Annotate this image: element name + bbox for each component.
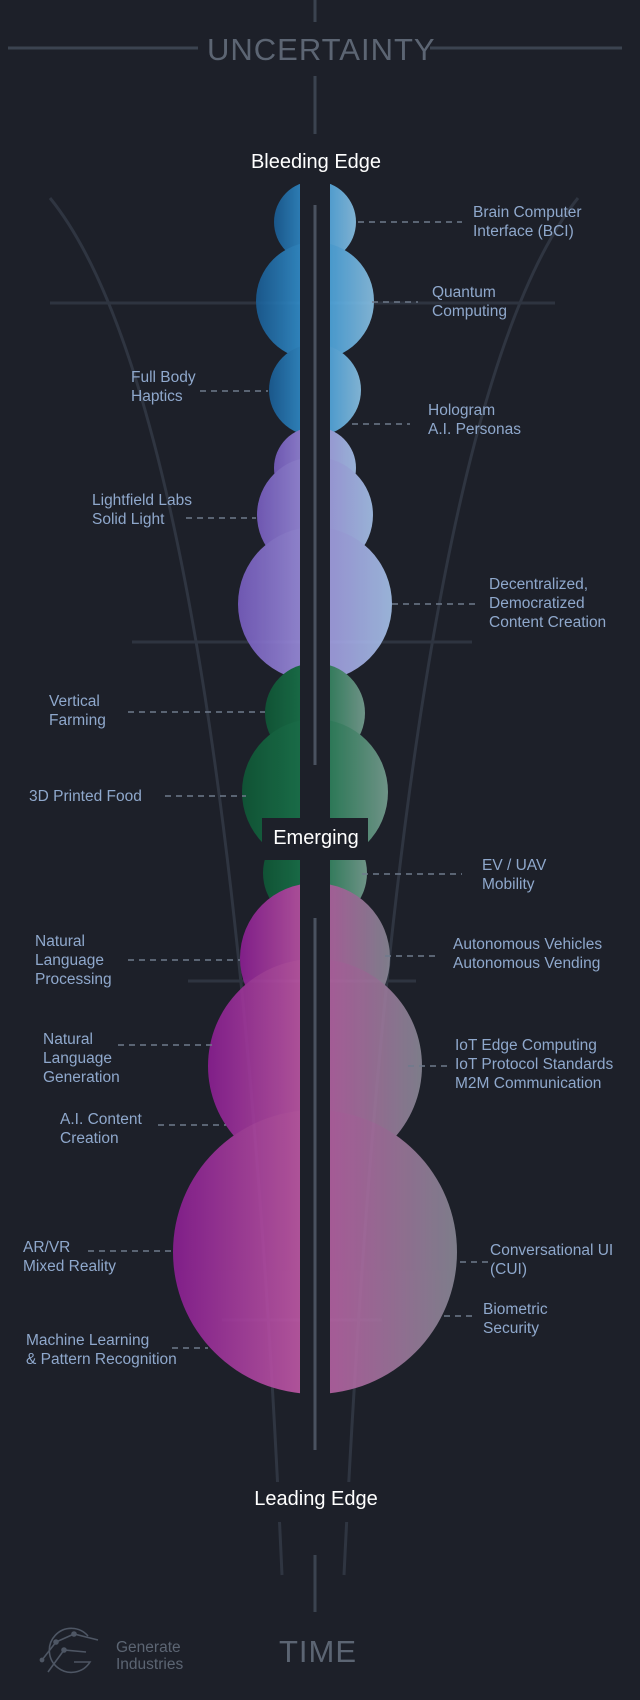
label-iot: IoT Edge Computing IoT Protocol Standard… [455,1037,614,1092]
label-conversational-ui: Conversational UI (CUI) [490,1242,614,1278]
label-machine-learning: Machine Learning & Pattern Recognition [26,1332,177,1368]
label-bci: Brain Computer Interface (BCI) [473,204,582,240]
label-hologram-ai-personas: Hologram A.I. Personas [428,402,522,438]
label-vertical-farming: Vertical Farming [49,693,106,729]
stage-bleeding-edge: Bleeding Edge [250,151,382,173]
axis-label-time: TIME [279,1634,358,1669]
label-ar-vr: AR/VR Mixed Reality [23,1239,117,1275]
emerging-label-bg [262,818,368,860]
label-ev-uav-mobility: EV / UAV Mobility [482,857,547,893]
bleeding-edge-label-bg [245,146,385,176]
logo-wordmark: Generate Industries [116,1639,184,1673]
label-quantum-computing: Quantum Computing [432,284,507,320]
label-lightfield-labs: Lightfield Labs Solid Light [92,492,192,528]
label-full-body-haptics: Full Body Haptics [131,369,196,405]
label-3d-printed-food: 3D Printed Food [29,788,142,805]
label-biometric-security: Biometric Security [483,1301,548,1337]
axis-label-uncertainty: UNCERTAINTY [207,32,436,67]
label-ai-content-creation: A.I. Content Creation [60,1111,142,1147]
label-decentralized-content: Decentralized, Democratized Content Crea… [489,576,607,631]
label-nlg: Natural Language Generation [43,1031,120,1086]
stage-emerging: Emerging [273,827,359,849]
generate-industries-logo-icon [39,1627,99,1674]
stage-leading-edge: Leading Edge [254,1488,378,1510]
leading-edge-label-bg [240,1482,390,1522]
label-nlp: Natural Language Processing [35,933,112,988]
label-autonomous: Autonomous Vehicles Autonomous Vending [453,936,603,972]
